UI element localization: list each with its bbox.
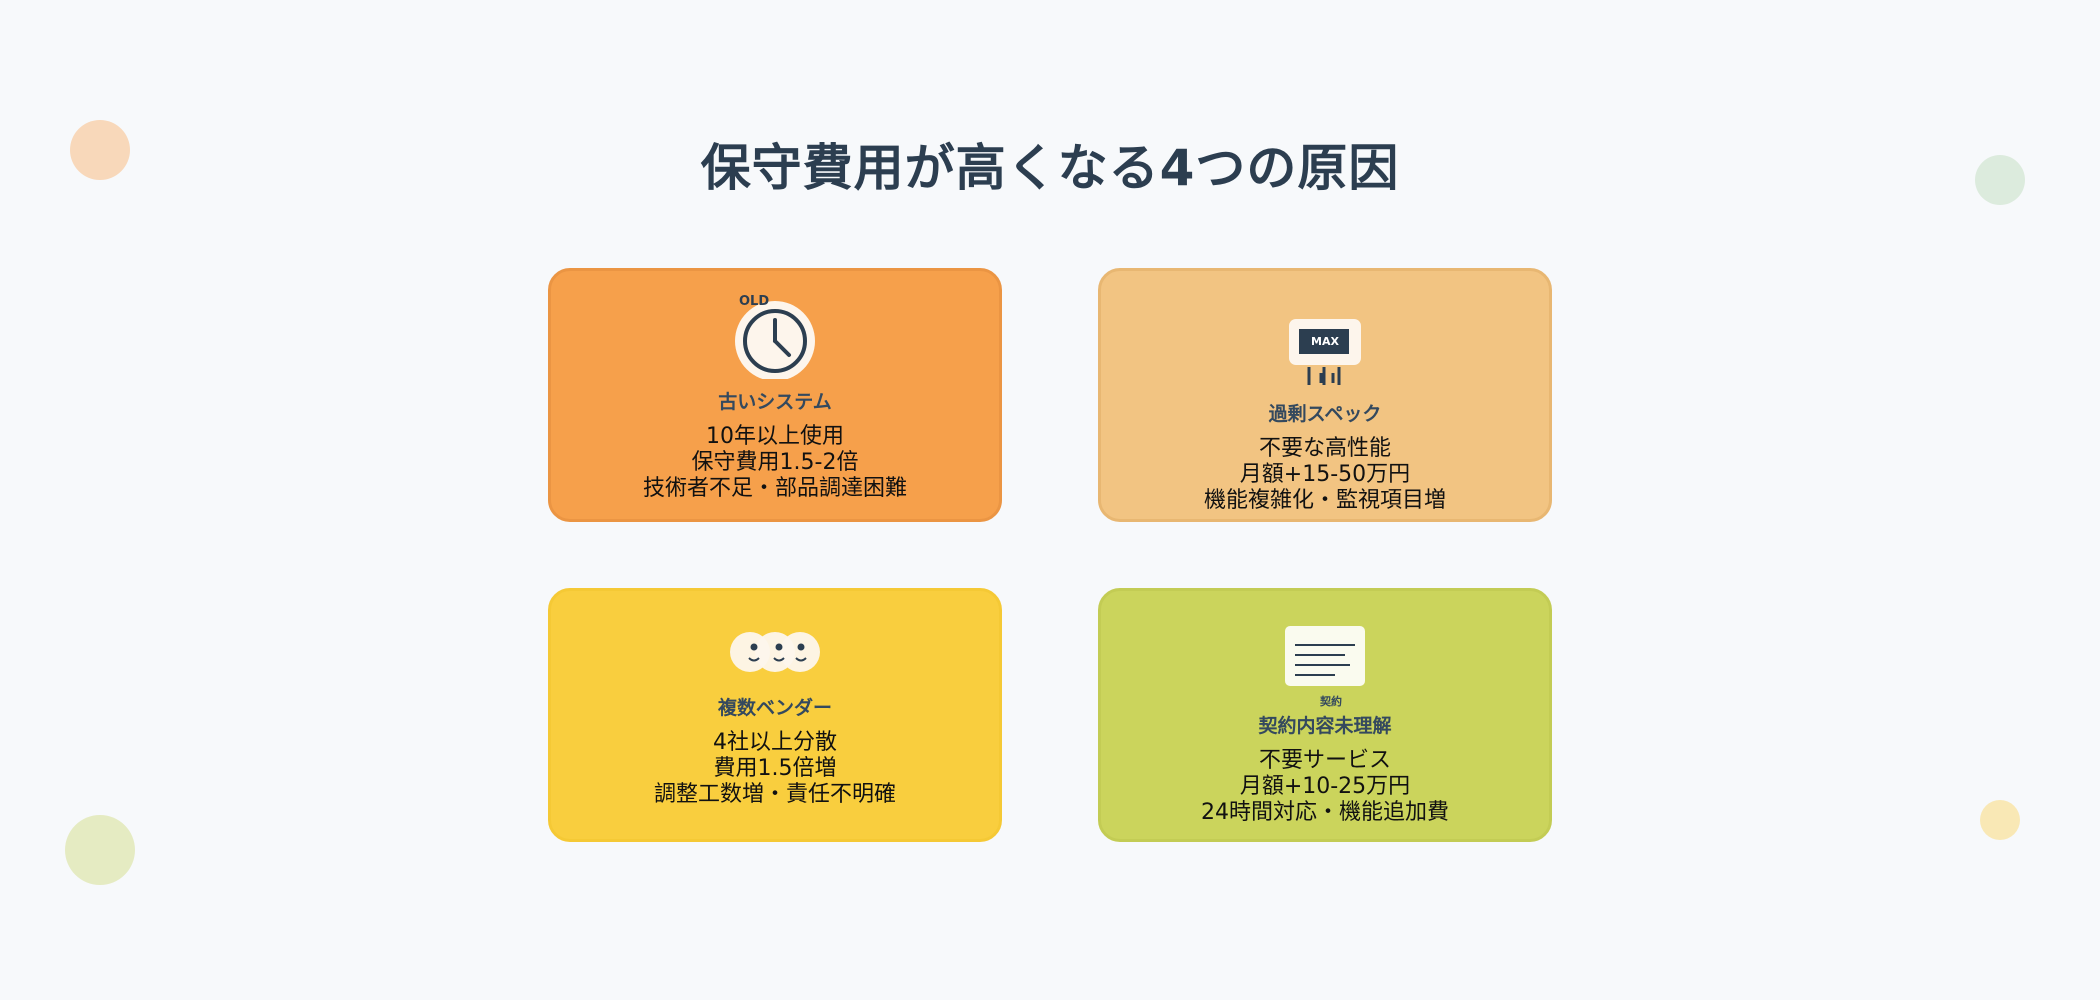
card-line: 月額+10-25万円	[1239, 774, 1411, 799]
decorative-circle-orange	[70, 120, 130, 180]
decorative-circle-lime	[65, 815, 135, 885]
card-line: 費用1.5倍増	[713, 756, 837, 781]
card-line: 不要な高性能	[1258, 436, 1391, 461]
card-over-spec: MAX 過剰スペック 不要な高性能 月額+15-50万円 機能複雑化・監視項目増	[1098, 268, 1552, 522]
card-description: 4社以上分散 費用1.5倍増 調整工数増・責任不明確	[654, 730, 896, 808]
decorative-circle-green	[1975, 155, 2025, 205]
card-title: 契約内容未理解	[1258, 715, 1392, 737]
card-contract: 契約 契約内容未理解 不要サービス 月額+10-25万円 24時間対応・機能追加…	[1098, 588, 1552, 842]
page-title: 保守費用が高くなる4つの原因	[700, 139, 1400, 197]
card-description: 10年以上使用 保守費用1.5-2倍 技術者不足・部品調達困難	[643, 424, 907, 502]
server-max-icon: MAX	[1289, 311, 1361, 385]
card-title: 複数ベンダー	[717, 697, 832, 719]
card-line: 機能複雑化・監視項目増	[1203, 488, 1446, 513]
card-line: 調整工数増・責任不明確	[653, 782, 896, 807]
clock-icon: OLD	[725, 293, 825, 379]
three-faces-icon	[729, 631, 821, 673]
card-line: 技術者不足・部品調達困難	[642, 476, 907, 501]
card-line: 不要サービス	[1258, 748, 1391, 773]
contract-label: 契約	[1320, 695, 1342, 708]
document-icon	[1285, 626, 1365, 686]
card-line: 24時間対応・機能追加費	[1201, 800, 1449, 825]
decorative-circle-yellow	[1980, 800, 2020, 840]
card-line: 保守費用1.5-2倍	[691, 450, 859, 475]
card-multi-vendor: 複数ベンダー 4社以上分散 費用1.5倍増 調整工数増・責任不明確	[548, 588, 1002, 842]
max-label: MAX	[1311, 335, 1339, 348]
card-description: 不要な高性能 月額+15-50万円 機能複雑化・監視項目増	[1204, 436, 1446, 514]
card-title: 古いシステム	[718, 391, 832, 413]
card-line: 4社以上分散	[712, 730, 837, 755]
card-title: 過剰スペック	[1268, 403, 1382, 425]
card-description: 不要サービス 月額+10-25万円 24時間対応・機能追加費	[1201, 748, 1449, 826]
card-old-system: OLD 古いシステム 10年以上使用 保守費用1.5-2倍 技術者不足・部品調達…	[548, 268, 1002, 522]
card-line: 月額+15-50万円	[1239, 462, 1411, 487]
card-line: 10年以上使用	[705, 424, 844, 449]
old-label: OLD	[739, 294, 770, 309]
